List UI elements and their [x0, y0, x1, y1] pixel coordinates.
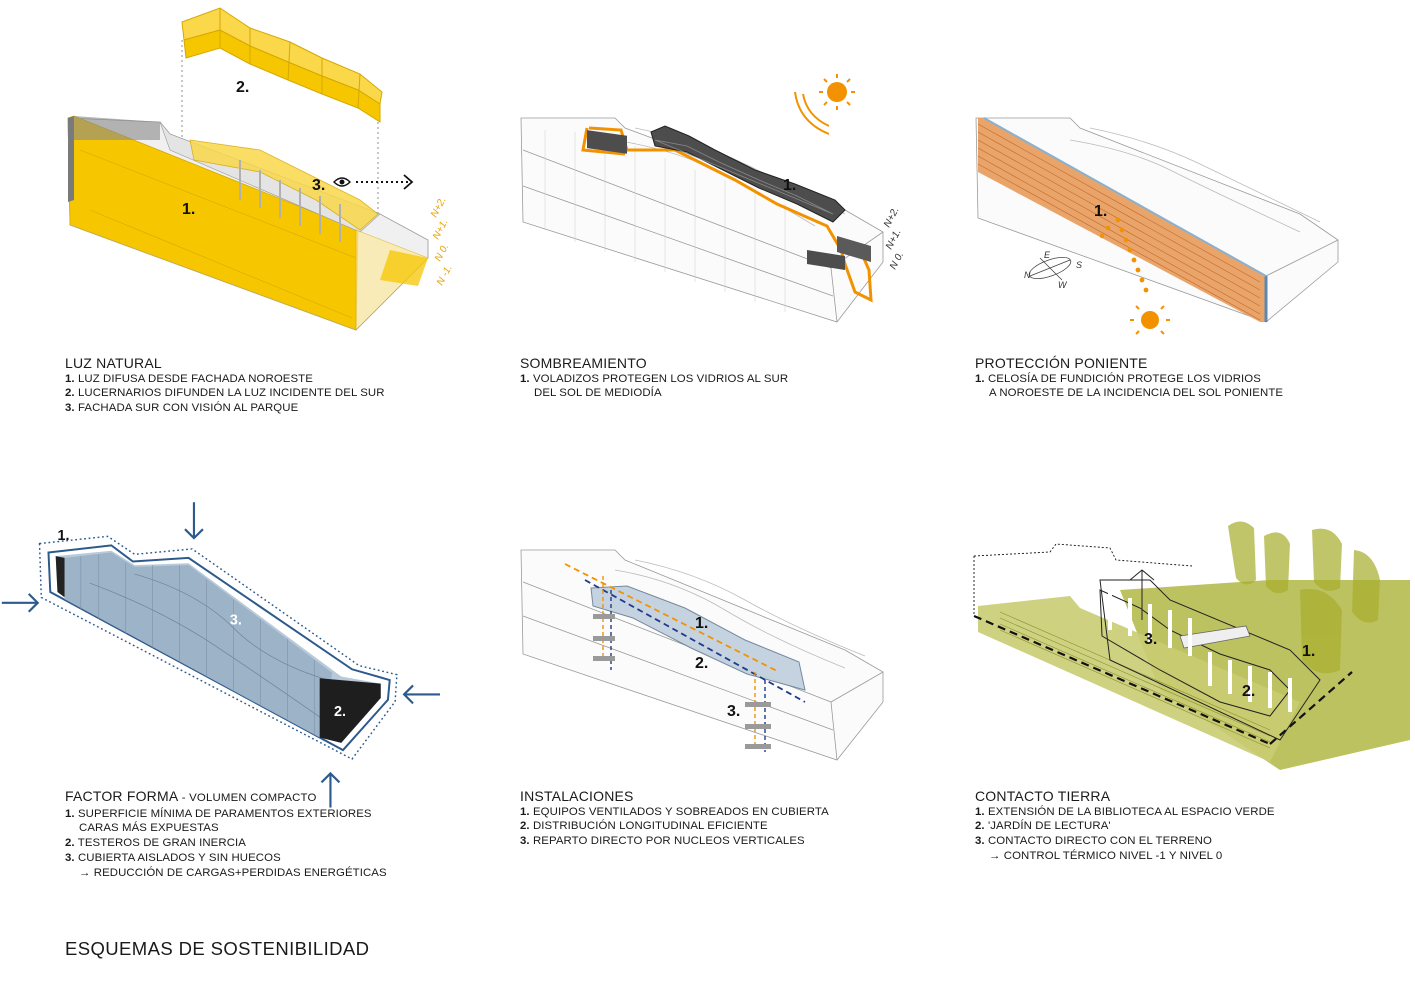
label-3: 3. [1144, 631, 1157, 648]
panel-instalaciones: 1. 2. 3. INSTALACIONES 1. EQUIPOS VENTIL… [515, 440, 955, 860]
item-1: 1. LUZ DIFUSA DESDE FACHADA NOROESTE [65, 372, 313, 385]
item-1: 1. VOLADIZOS PROTEGEN LOS VIDRIOS AL SUR [520, 372, 789, 385]
label-1: 1. [695, 615, 708, 632]
caption-luz-natural: LUZ NATURAL 1. LUZ DIFUSA DESDE FACHADA … [65, 356, 385, 416]
caption-proteccion-poniente: PROTECCIÓN PONIENTE 1. CELOSÍA DE FUNDIC… [975, 356, 1283, 401]
item-3-continuation: → REDUCCIÓN DE CARGAS+PERDIDAS ENERGÉTIC… [79, 866, 387, 879]
label-3: 3. [230, 612, 242, 628]
sombreamiento-diagram: 1. N+2. N+1. N 0. [520, 74, 906, 323]
svg-text:S: S [1076, 260, 1082, 270]
item-1-continuation: DEL SOL DE MEDIODÍA [534, 387, 662, 400]
item-2: 2. DISTRIBUCIÓN LONGITUDINAL EFICIENTE [520, 820, 768, 833]
level-labels: N+2. N+1. N 0. [882, 205, 906, 271]
item-2: 2. LUCERNARIOS DIFUNDEN LA LUZ INCIDENTE… [65, 387, 385, 400]
item-2: 2. 'JARDÍN DE LECTURA' [975, 820, 1111, 833]
contacto-tierra-diagram: 1. 2. 3. [973, 521, 1410, 770]
item-3: 3. FACHADA SUR CON VISIÓN AL PARQUE [65, 402, 299, 415]
svg-text:N 0.: N 0. [433, 242, 451, 263]
panel-title: INSTALACIONES [520, 788, 634, 804]
skylight-ribbon [181, 7, 383, 123]
item-3: 3. CUBIERTA AISLADOS Y SIN HUECOS [65, 851, 281, 864]
svg-text:N 0.: N 0. [888, 250, 906, 271]
svg-text:N -1.: N -1. [435, 263, 455, 287]
envelope-dotted [38, 535, 398, 760]
compass-icon: N E S W [1024, 250, 1082, 290]
panel-title: PROTECCIÓN PONIENTE [975, 355, 1148, 371]
panel-proteccion-poniente: 1. N E S W PROTECCIÓN PONIENTE 1. CELOSÍ… [970, 0, 1410, 420]
svg-text:N+2.: N+2. [882, 205, 902, 229]
arrow-top-icon [184, 502, 204, 540]
svg-text:N: N [1024, 270, 1031, 280]
label-3: 3. [312, 177, 325, 194]
svg-text:N+2.: N+2. [429, 195, 449, 219]
item-1: 1. EQUIPOS VENTILADOS Y SOBREADOS EN CUB… [520, 805, 829, 818]
lattice-facade [978, 118, 1266, 322]
svg-text:N+1.: N+1. [884, 227, 904, 251]
envelope-outline [47, 544, 391, 752]
building-volume [520, 117, 884, 323]
item-1-continuation: A NOROESTE DE LA INCIDENCIA DEL SOL PONI… [989, 387, 1284, 400]
sun-ray [1099, 217, 1149, 293]
panel-title: CONTACTO TIERRA [975, 788, 1111, 804]
page-title: ESQUEMAS DE SOSTENIBILIDAD [65, 938, 370, 959]
svg-text:W: W [1058, 280, 1068, 290]
item-1: 1. EXTENSIÓN DE LA BIBLIOTECA AL ESPACIO… [975, 805, 1275, 818]
panel-title: FACTOR FORMA - VOLUMEN COMPACTO [65, 788, 317, 804]
svg-text:N+1.: N+1. [431, 217, 451, 241]
luz-natural-diagram: 2. 1. 3. [67, 7, 455, 331]
label-2: 2. [236, 79, 249, 96]
svg-text:E: E [1044, 250, 1051, 260]
label-1: 1. [783, 177, 796, 194]
panel-factor-forma: 1. 2. 3. FACTOR FORMA - VOLUMEN COMPACTO… [0, 440, 440, 879]
rooftop-equipment [590, 585, 806, 691]
panel-contacto-tierra: 1. 2. 3. CONTACTO TIERRA 1. EXTENSIÓN DE… [970, 440, 1410, 862]
caption-factor-forma: FACTOR FORMA - VOLUMEN COMPACTO 1. SUPER… [65, 789, 387, 880]
instalaciones-diagram: 1. 2. 3. [520, 549, 884, 761]
label-2: 2. [1242, 683, 1255, 700]
panel-luz-natural: 2. 1. 3. [60, 0, 500, 420]
item-2: 2. TESTEROS DE GRAN INERCIA [65, 837, 246, 850]
label-2: 2. [334, 704, 346, 720]
caption-instalaciones: INSTALACIONES 1. EQUIPOS VENTILADOS Y SO… [520, 789, 829, 849]
caption-sombreamiento: SOMBREAMIENTO 1. VOLADIZOS PROTEGEN LOS … [520, 356, 788, 401]
sun-icon [1130, 305, 1170, 335]
arrow-right-icon [402, 684, 440, 705]
label-1: 1. [57, 528, 69, 544]
label-1: 1. [182, 201, 195, 218]
eye-icon [333, 177, 351, 187]
label-1: 1. [1094, 203, 1107, 220]
arrow-left-icon [1, 593, 40, 613]
item-1-line-2: CARAS MÁS EXPUESTAS [79, 822, 219, 835]
item-3-continuation: → CONTROL TÉRMICO NIVEL -1 Y NIVEL 0 [989, 849, 1223, 862]
item-3: 3. REPARTO DIRECTO POR NUCLEOS VERTICALE… [520, 835, 805, 848]
label-3: 3. [727, 703, 740, 720]
sun-icon [794, 74, 855, 135]
building-volume [67, 115, 429, 331]
caption-contacto-tierra: CONTACTO TIERRA 1. EXTENSIÓN DE LA BIBLI… [975, 789, 1275, 864]
label-1: 1. [1302, 643, 1315, 660]
label-2: 2. [695, 655, 708, 672]
panel-title: SOMBREAMIENTO [520, 355, 647, 371]
panel-sombreamiento: 1. N+2. N+1. N 0. SOMBREAMIENTO 1. VOLAD… [515, 0, 955, 420]
item-1: 1. SUPERFICIE MÍNIMA DE PARAMENTOS EXTER… [65, 807, 372, 820]
level-labels: N+2. N+1. N 0. N -1. [429, 195, 455, 287]
factor-forma-diagram: 1. 2. 3. [1, 502, 440, 808]
blue-duct [584, 579, 806, 703]
green-area [1120, 580, 1410, 770]
proteccion-poniente-diagram: 1. N E S W [975, 117, 1339, 335]
item-1: 1. CELOSÍA DE FUNDICIÓN PROTEGE LOS VIDR… [975, 372, 1261, 385]
vertical-core-left [593, 576, 615, 670]
arrow-bottom-icon [320, 771, 341, 808]
vertical-core-right [745, 672, 771, 752]
item-3: 3. CONTACTO DIRECTO CON EL TERRENO [975, 835, 1212, 848]
panel-title: LUZ NATURAL [65, 355, 162, 371]
